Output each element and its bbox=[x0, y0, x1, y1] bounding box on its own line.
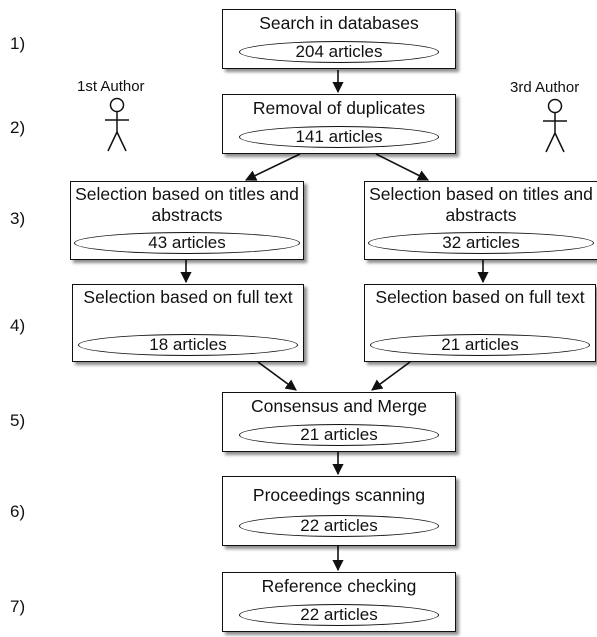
article-count: 43 articles bbox=[74, 232, 300, 254]
title-abstract-selection-left-box: Selection based on titles and abstracts … bbox=[70, 181, 304, 260]
full-text-selection-left-box: Selection based on full text 18 articles bbox=[72, 284, 304, 362]
arrow-full-left-to-consensus bbox=[257, 361, 297, 391]
step-number: 5) bbox=[10, 411, 26, 430]
step-number: 6) bbox=[10, 502, 26, 521]
box-title: Consensus and Merge bbox=[250, 396, 428, 416]
arrow-duplicates-to-left bbox=[244, 153, 301, 181]
article-count: 21 articles bbox=[370, 334, 590, 356]
box-title: Selection based on full text bbox=[83, 287, 293, 307]
proceedings-scanning-box: Proceedings scanning 22 articles bbox=[222, 476, 456, 546]
box-title: Removal of duplicates bbox=[252, 98, 426, 118]
article-count: 204 articles bbox=[239, 41, 439, 63]
arrow-full-right-to-consensus bbox=[371, 361, 411, 391]
reference-checking-box: Reference checking 22 articles bbox=[222, 572, 456, 632]
box-title: Reference checking bbox=[261, 576, 417, 596]
search-databases-box: Search in databases 204 articles bbox=[222, 9, 456, 69]
step-number: 7) bbox=[10, 597, 26, 616]
step-number: 1) bbox=[10, 34, 26, 53]
step-number: 4) bbox=[10, 316, 26, 335]
consensus-merge-box: Consensus and Merge 21 articles bbox=[222, 392, 456, 452]
step-number: 2) bbox=[10, 118, 26, 137]
first-author-actor-icon bbox=[105, 97, 129, 152]
title-abstract-selection-right-box: Selection based on titles and abstracts … bbox=[364, 181, 597, 260]
arrow-duplicates-to-right bbox=[375, 153, 430, 181]
box-title: Search in databases bbox=[259, 13, 419, 33]
remove-duplicates-box: Removal of duplicates 141 articles bbox=[222, 94, 456, 154]
article-count: 141 articles bbox=[239, 126, 439, 148]
step-number: 3) bbox=[10, 209, 26, 228]
box-title: Proceedings scanning bbox=[252, 485, 426, 505]
article-count: 32 articles bbox=[368, 232, 594, 254]
article-count: 21 articles bbox=[239, 424, 439, 446]
article-count: 22 articles bbox=[239, 515, 439, 537]
box-title: Selection based on full text bbox=[375, 287, 585, 307]
article-count: 18 articles bbox=[78, 334, 298, 356]
article-count: 22 articles bbox=[239, 604, 439, 626]
full-text-selection-right-box: Selection based on full text 21 articles bbox=[364, 284, 596, 362]
third-author-label: 3rd Author bbox=[510, 79, 580, 96]
box-title: Selection based on titles and abstracts bbox=[75, 184, 299, 225]
third-author-actor-icon bbox=[543, 98, 567, 153]
first-author-label: 1st Author bbox=[77, 78, 145, 95]
box-title: Selection based on titles and abstracts bbox=[369, 184, 593, 225]
